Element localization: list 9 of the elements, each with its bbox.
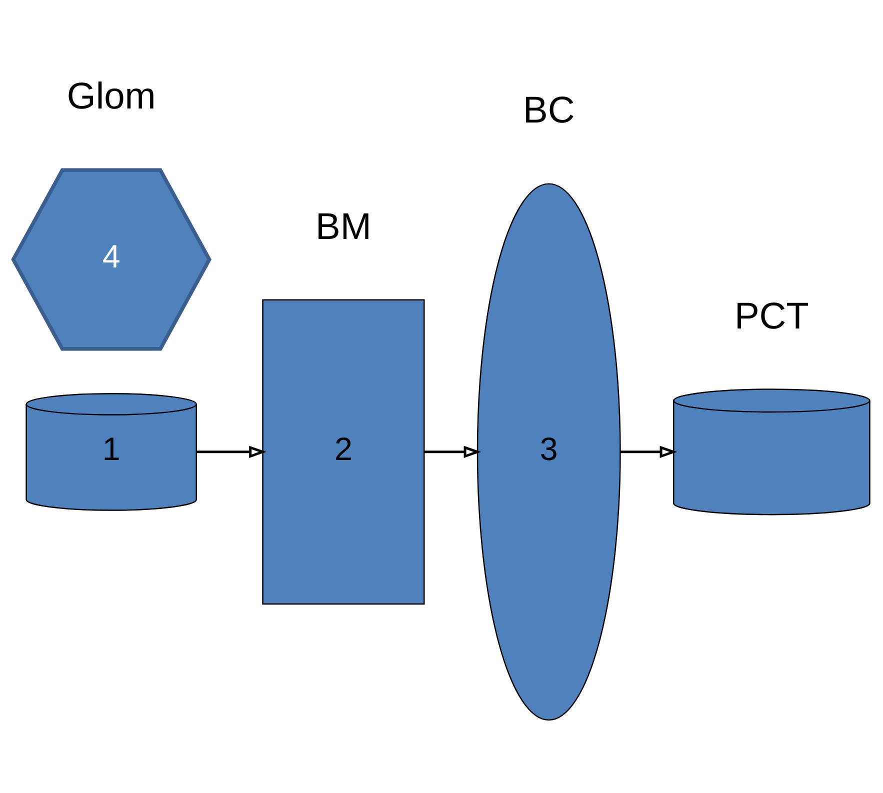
arrow [424, 445, 482, 458]
label: BC [523, 88, 575, 130]
arrow [196, 445, 267, 458]
label: PCT [734, 294, 809, 336]
label: Glom [66, 74, 156, 116]
node-box: 2 [262, 298, 425, 604]
arrow [620, 445, 678, 458]
node-ellipse: 3 [476, 182, 621, 720]
label: BM [316, 204, 372, 247]
